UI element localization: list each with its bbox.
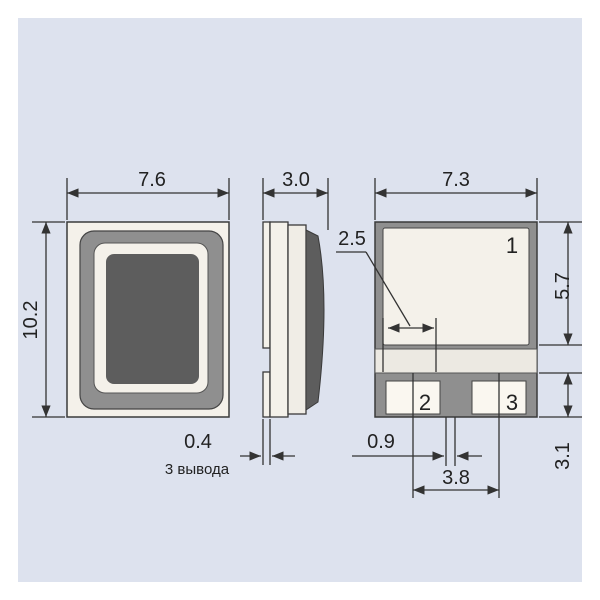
side-lead-dimension: 0.4 3 вывода (165, 419, 295, 478)
front-view (66, 221, 230, 418)
pad-3-number: 3 (506, 390, 518, 415)
side-lead-label: 0.4 (184, 431, 212, 453)
side-body-inner (287, 224, 307, 415)
bottom-view: 1 2 3 (374, 221, 538, 418)
pad-row-height-label: 3.1 (552, 442, 574, 470)
pad-gap-dimension: 2.5 (336, 228, 437, 372)
pad-pitch-dimension: 3.8 (412, 373, 500, 498)
pad-pitch-label: 3.8 (442, 467, 470, 489)
side-lead-note: 3 вывода (165, 461, 230, 478)
pad1-height-dimension: 5.7 (539, 221, 582, 346)
front-height-dimension: 10.2 (20, 221, 65, 418)
side-thickness-label: 3.0 (282, 169, 310, 191)
side-lead-lower (262, 371, 271, 418)
front-height-label: 10.2 (20, 301, 42, 340)
pad-row-strip (374, 348, 538, 374)
pad-width-label: 0.9 (367, 431, 395, 453)
pad1-height-label: 5.7 (552, 272, 574, 300)
front-width-dimension: 7.6 (66, 169, 230, 220)
side-view (262, 221, 325, 418)
pad-width-dimension: 0.9 (352, 417, 482, 466)
front-lens (106, 254, 199, 384)
bottom-width-dimension: 7.3 (374, 169, 538, 220)
side-thickness-dimension: 3.0 (262, 169, 329, 230)
pad-1 (382, 227, 530, 346)
side-body-outer (269, 221, 289, 418)
pad-row-height-dimension: 3.1 (539, 372, 582, 470)
pad-gap-label: 2.5 (338, 228, 366, 250)
side-lens-dome (305, 229, 325, 411)
side-lead-upper (262, 221, 271, 349)
front-width-label: 7.6 (138, 169, 166, 191)
pad-2-number: 2 (419, 390, 431, 415)
bottom-width-label: 7.3 (442, 169, 470, 191)
pad-1-number: 1 (506, 233, 518, 258)
